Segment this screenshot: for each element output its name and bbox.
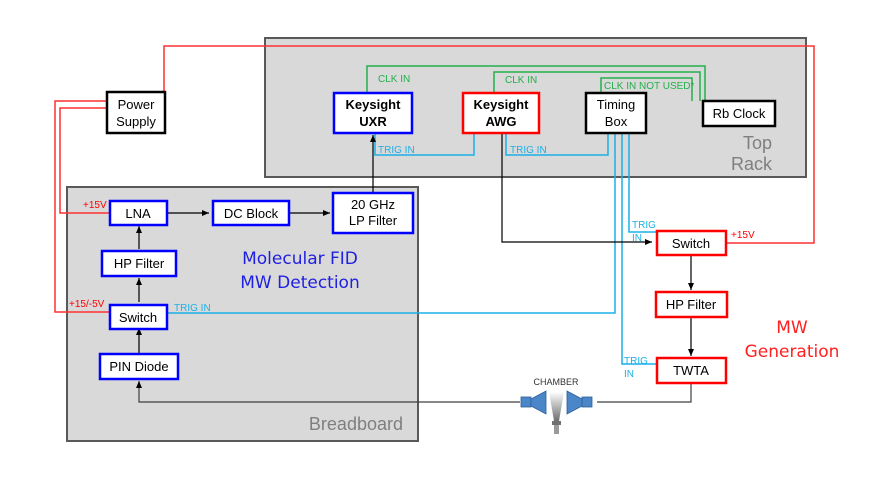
rb-clock-label: Rb Clock [713, 106, 766, 121]
det-switch-label: Switch [119, 310, 157, 325]
wire-twta-to-horn [597, 384, 692, 403]
right-horn-antenna-icon [566, 390, 593, 415]
voltage-gen-switch-label: +15V [731, 230, 755, 241]
wire-trig-twta [621, 133, 657, 365]
wire-ps-to-gen-switch [163, 45, 815, 244]
timing-box-line2: Box [605, 114, 628, 129]
lp-filter-line1: 20 GHz [351, 197, 395, 212]
block-gen-hp-filter[interactable]: HP Filter [654, 290, 729, 319]
block-power-supply[interactable]: Power Supply [105, 90, 167, 135]
clk-in-awg-label: CLK IN [505, 75, 537, 86]
top-rack-label-line2: Rack [731, 154, 773, 174]
uxr-line1: Keysight [346, 97, 402, 112]
awg-line1: Keysight [474, 97, 530, 112]
block-det-hp-filter[interactable]: HP Filter [100, 249, 178, 278]
block-lna[interactable]: LNA [108, 199, 169, 227]
breadboard-label: Breadboard [309, 414, 403, 434]
twta-label: TWTA [673, 363, 709, 378]
generation-title-line1: MW [776, 318, 808, 338]
trig-in-awg-label: TRIG IN [510, 145, 547, 156]
trig-twta-label-1: TRIG [624, 356, 648, 367]
wire-clk-uxr [366, 65, 706, 101]
pin-diode-label: PIN Diode [109, 359, 168, 374]
block-rb-clock[interactable]: Rb Clock [701, 99, 777, 128]
block-gen-switch[interactable]: Switch [655, 229, 728, 257]
wire-trig-det-switch [165, 133, 616, 314]
trig-in-det-switch-label: TRIG IN [174, 303, 211, 314]
clock-wires [366, 65, 706, 101]
block-timing-box[interactable]: Timing Box [584, 91, 648, 135]
power-supply-line2: Supply [116, 114, 156, 129]
trig-gen-switch-label-1: TRIG [632, 220, 656, 231]
timing-box-line1: Timing [597, 97, 636, 112]
detection-title-line2: MW Detection [240, 273, 359, 293]
wire-horn-to-pin [136, 381, 520, 403]
det-hp-filter-label: HP Filter [114, 256, 165, 271]
generation-title-line2: Generation [745, 342, 840, 362]
wire-ps-to-lna [59, 107, 110, 214]
block-keysight-awg[interactable]: Keysight AWG [461, 91, 541, 135]
block-pin-diode[interactable]: PIN Diode [98, 352, 180, 381]
chamber: CHAMBER [520, 377, 593, 434]
block-det-switch[interactable]: Switch [108, 303, 169, 331]
wire-clk-timing [600, 77, 693, 101]
clk-in-uxr-label: CLK IN [378, 74, 410, 85]
trig-in-uxr-label: TRIG IN [378, 145, 415, 156]
detection-title-line1: Molecular FID [242, 249, 358, 269]
lp-filter-line2: LP Filter [349, 213, 398, 228]
clk-in-timing-label: CLK IN NOT USED* [604, 81, 694, 92]
block-twta[interactable]: TWTA [655, 356, 728, 385]
trigger-wires [165, 133, 657, 365]
dc-block-label: DC Block [224, 206, 279, 221]
wire-trig-awg [505, 133, 609, 156]
uxr-line2: UXR [359, 114, 387, 129]
wire-trig-uxr [374, 133, 475, 156]
molecular-beam-icon [549, 392, 564, 434]
block-keysight-uxr[interactable]: Keysight UXR [332, 91, 414, 135]
block-lp-filter[interactable]: 20 GHz LP Filter [331, 191, 415, 235]
block-dc-block[interactable]: DC Block [211, 199, 291, 227]
lna-label: LNA [125, 206, 151, 221]
wire-trig-gen-switch [628, 133, 657, 233]
power-supply-line1: Power [118, 97, 156, 112]
trig-gen-switch-label-2: IN [632, 233, 642, 244]
gen-hp-filter-label: HP Filter [666, 297, 717, 312]
chamber-label: CHAMBER [533, 377, 579, 387]
top-rack-label-line1: Top [743, 133, 772, 153]
rf-wires [136, 133, 694, 403]
voltage-lna-label: +15V [83, 200, 107, 211]
trig-twta-label-2: IN [624, 369, 634, 380]
wire-clk-awg [493, 71, 701, 101]
left-horn-antenna-icon [520, 390, 547, 415]
awg-line2: AWG [485, 114, 516, 129]
power-wires [54, 45, 815, 313]
voltage-det-switch-label: +15/-5V [69, 299, 105, 310]
gen-switch-label: Switch [672, 236, 710, 251]
wire-ps-to-det-switch [54, 100, 110, 313]
wire-awg-to-gen-switch [501, 133, 652, 245]
